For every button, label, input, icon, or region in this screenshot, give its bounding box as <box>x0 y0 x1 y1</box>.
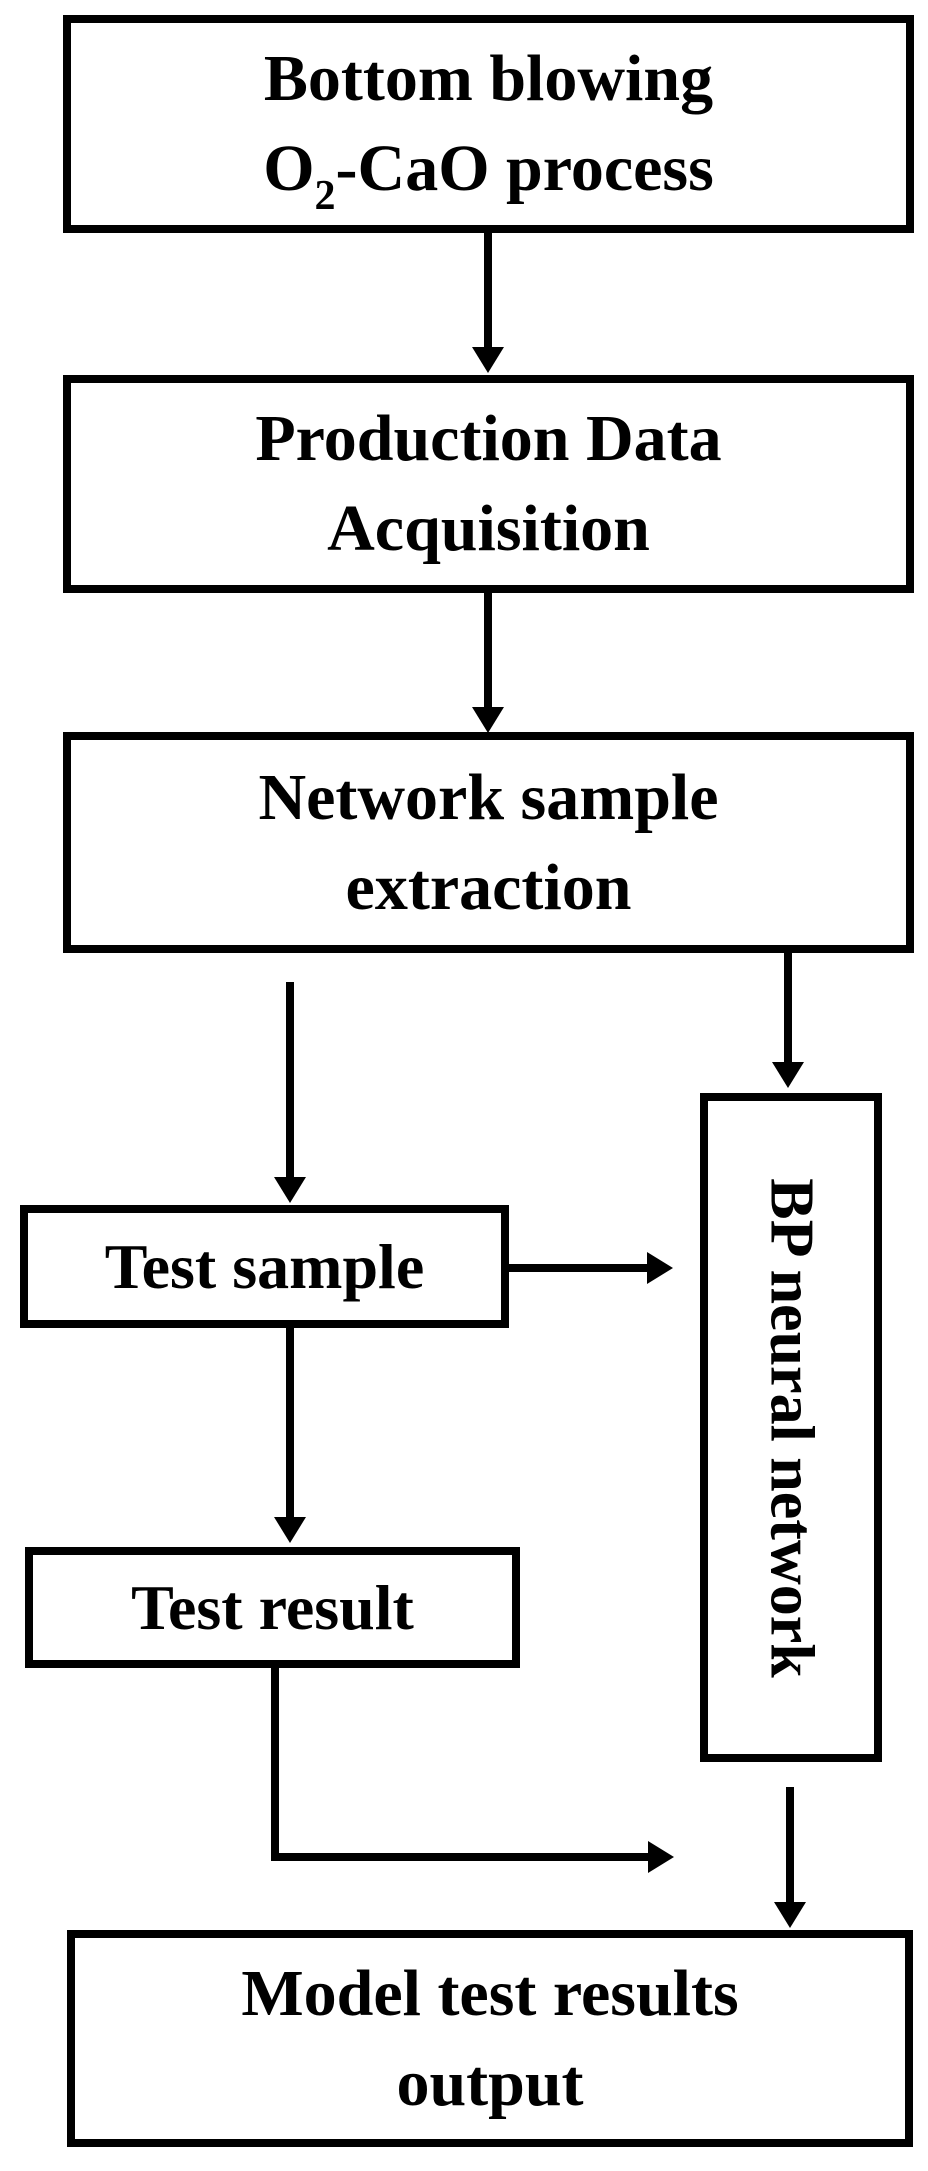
arrow-test-sample-to-test-result-line <box>286 1328 294 1518</box>
arrow-process-to-acquisition-line <box>484 233 492 349</box>
arrow-extraction-to-test-sample-arrowhead <box>274 1177 306 1203</box>
output-box: Model test results output <box>67 1930 913 2147</box>
arrow-extraction-to-test-sample-line <box>286 982 294 1178</box>
arrow-acquisition-to-extraction-arrowhead <box>472 707 504 733</box>
arrow-test-sample-to-bp-arrowhead <box>647 1252 673 1284</box>
bp-network-label: BP neural network <box>757 1177 826 1678</box>
arrow-bp-to-output-arrowhead <box>774 1902 806 1928</box>
extraction-label-line2: extraction <box>345 850 632 924</box>
arrow-test-sample-to-test-result-arrowhead <box>274 1517 306 1543</box>
test-sample-label: Test sample <box>104 1230 425 1302</box>
process-label-line2-post: -CaO process <box>335 132 714 205</box>
arrow-test-result-elbow-arrowhead <box>648 1841 674 1873</box>
process-label-line2-subscript: 2 <box>314 173 336 220</box>
arrow-test-result-elbow-horizontal-line <box>271 1853 650 1861</box>
extraction-label-line1: Network sample <box>258 760 719 834</box>
process-label-line1: Bottom blowing <box>263 42 714 115</box>
process-label-line2: O2-CaO process <box>263 124 714 217</box>
test-result-box: Test result <box>25 1547 520 1668</box>
output-label-line1: Model test results <box>241 1956 739 2030</box>
arrow-acquisition-to-extraction-line <box>484 593 492 709</box>
process-label-line2-pre: O <box>263 132 315 205</box>
arrow-process-to-acquisition-arrowhead <box>472 347 504 373</box>
bp-network-box: BP neural network <box>700 1093 882 1762</box>
arrow-extraction-to-bp-line <box>784 953 792 1063</box>
extraction-box: Network sample extraction <box>63 732 914 953</box>
arrow-test-sample-to-bp-line <box>509 1264 649 1272</box>
acquisition-label-line1: Production Data <box>255 402 722 475</box>
arrow-bp-to-output-line <box>786 1787 794 1903</box>
arrow-test-result-elbow-vertical-line <box>271 1668 279 1861</box>
output-label-line2: output <box>396 2046 584 2120</box>
arrow-extraction-to-bp-arrowhead <box>772 1062 804 1088</box>
test-sample-box: Test sample <box>20 1205 509 1328</box>
process-box: Bottom blowing O2-CaO process <box>63 15 914 233</box>
test-result-label: Test result <box>131 1571 414 1643</box>
acquisition-label-line2: Acquisition <box>327 492 650 565</box>
acquisition-box: Production Data Acquisition <box>63 375 914 593</box>
